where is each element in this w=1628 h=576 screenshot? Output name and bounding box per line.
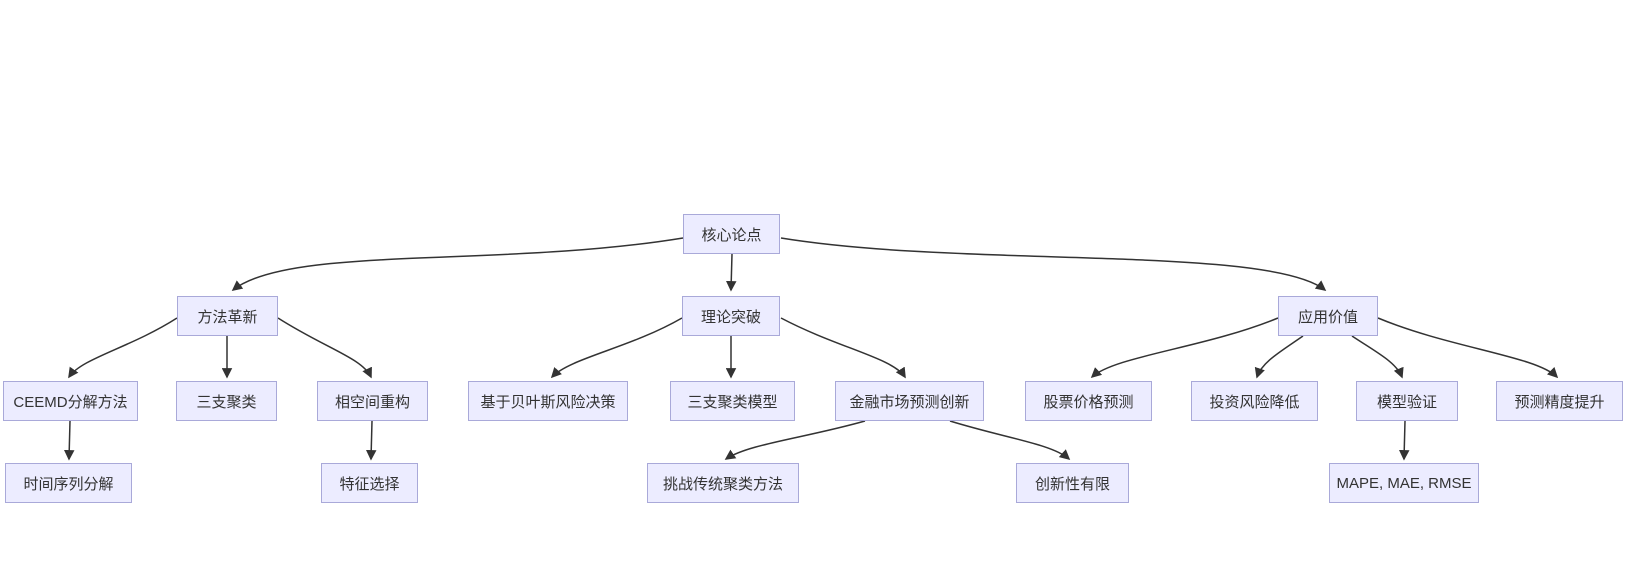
edge-method-to-ceemd bbox=[68, 317, 178, 379]
node-bayesian-risk-decision: 基于贝叶斯风险决策 bbox=[468, 381, 628, 421]
node-challenge-traditional-clustering: 挑战传统聚类方法 bbox=[647, 463, 799, 503]
edge-value-to-accuracy bbox=[1377, 317, 1559, 379]
edge-method-to-phase bbox=[277, 317, 372, 379]
node-three-way-clustering: 三支聚类 bbox=[176, 381, 277, 421]
edge-validate-to-metrics bbox=[1398, 420, 1410, 461]
node-core-thesis: 核心论点 bbox=[683, 214, 780, 254]
node-ceemd-decomposition: CEEMD分解方法 bbox=[3, 381, 138, 421]
edge-value-to-stock bbox=[1090, 317, 1279, 379]
node-limited-novelty: 创新性有限 bbox=[1016, 463, 1129, 503]
node-phase-space-reconstruction: 相空间重构 bbox=[317, 381, 428, 421]
node-financial-market-forecast-innovation: 金融市场预测创新 bbox=[835, 381, 984, 421]
edge-phase-to-feature bbox=[365, 420, 377, 461]
node-feature-selection: 特征选择 bbox=[321, 463, 418, 503]
edge-ceemd-to-tsdecomp bbox=[63, 420, 75, 461]
edge-value-to-validate bbox=[1351, 335, 1404, 379]
edge-theory-to-finance bbox=[780, 317, 906, 379]
node-application-value: 应用价值 bbox=[1278, 296, 1378, 336]
edge-finance-to-challenge bbox=[724, 420, 866, 460]
edge-finance-to-novelty bbox=[949, 420, 1071, 461]
node-model-validation: 模型验证 bbox=[1356, 381, 1458, 421]
node-investment-risk-reduction: 投资风险降低 bbox=[1191, 381, 1318, 421]
edge-core-to-method bbox=[231, 237, 684, 291]
node-mape-mae-rmse: MAPE, MAE, RMSE bbox=[1329, 463, 1479, 503]
node-method-innovation: 方法革新 bbox=[177, 296, 278, 336]
node-theory-breakthrough: 理论突破 bbox=[682, 296, 780, 336]
node-stock-price-prediction: 股票价格预测 bbox=[1025, 381, 1152, 421]
edge-theory-to-bayes bbox=[550, 317, 683, 379]
node-forecast-accuracy-improvement: 预测精度提升 bbox=[1496, 381, 1623, 421]
node-time-series-decomposition: 时间序列分解 bbox=[5, 463, 132, 503]
node-three-way-clustering-model: 三支聚类模型 bbox=[670, 381, 795, 421]
edge-value-to-risk bbox=[1254, 335, 1304, 379]
edge-core-to-theory bbox=[725, 253, 737, 292]
edge-core-to-value bbox=[780, 237, 1327, 291]
